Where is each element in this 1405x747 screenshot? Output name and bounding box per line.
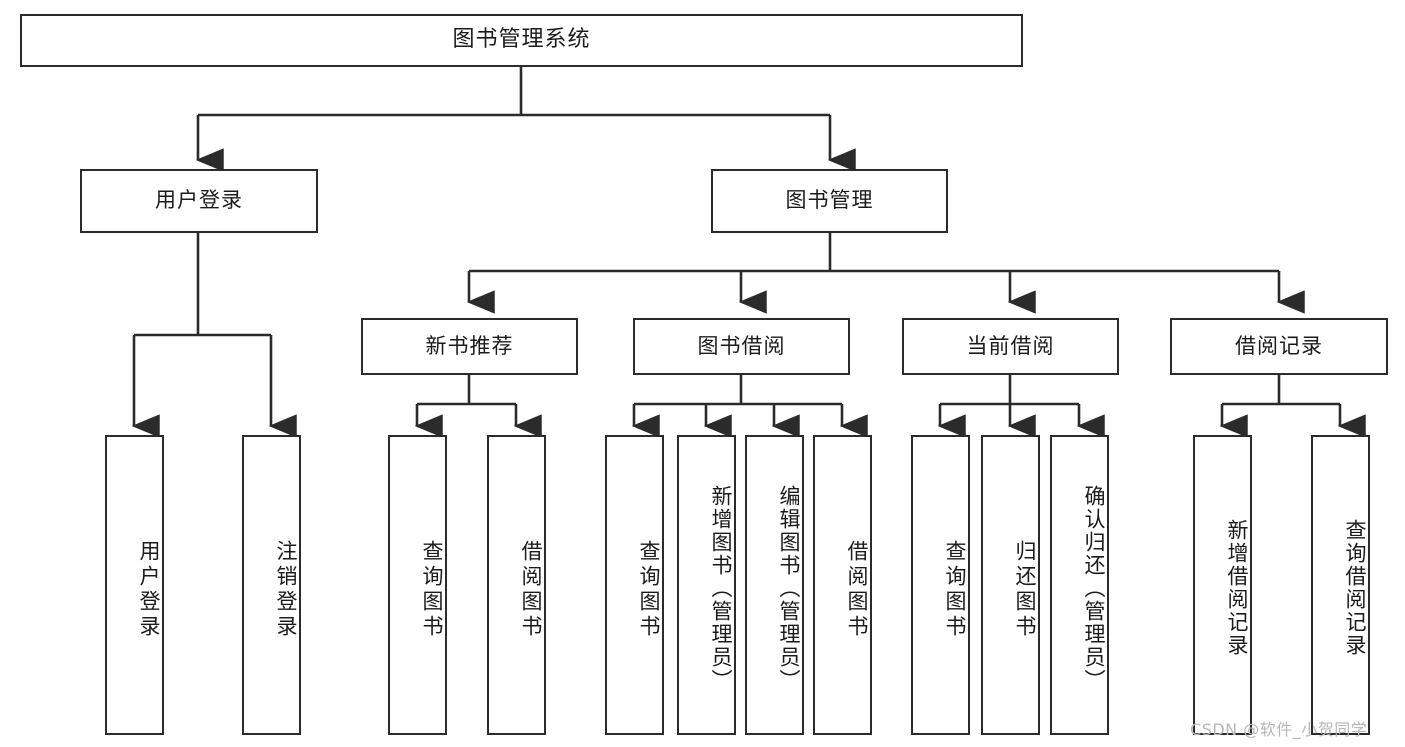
leaf-query-book-recommend[interactable]: 查询图书 (388, 435, 447, 735)
leaf-add-borrow-record[interactable]: 新增借阅记录 (1193, 435, 1252, 735)
leaf-confirm-return-admin[interactable]: 确认归还（管理员） (1050, 435, 1109, 735)
leaf-borrow-book[interactable]: 借阅图书 (813, 435, 872, 735)
node-book-borrow[interactable]: 图书借阅 (633, 318, 850, 375)
leaf-add-book-admin[interactable]: 新增图书（管理员） (677, 435, 736, 735)
leaf-edit-book-admin[interactable]: 编辑图书（管理员） (745, 435, 804, 735)
node-book-manage[interactable]: 图书管理 (711, 169, 948, 233)
node-current-borrow[interactable]: 当前借阅 (902, 318, 1119, 375)
node-user-login[interactable]: 用户登录 (80, 169, 318, 233)
node-borrow-record[interactable]: 借阅记录 (1170, 318, 1388, 375)
leaf-borrow-book-recommend[interactable]: 借阅图书 (487, 435, 546, 735)
leaf-query-book-borrow[interactable]: 查询图书 (605, 435, 664, 735)
node-new-book-recommend[interactable]: 新书推荐 (361, 318, 578, 375)
watermark-text: CSDN @软件_小贺同学 (1190, 720, 1368, 739)
leaf-query-book-current[interactable]: 查询图书 (911, 435, 970, 735)
leaf-user-login[interactable]: 用户登录 (105, 435, 164, 735)
leaf-return-book[interactable]: 归还图书 (981, 435, 1040, 735)
leaf-logout-login[interactable]: 注销登录 (242, 435, 301, 735)
node-root[interactable]: 图书管理系统 (20, 14, 1023, 67)
leaf-query-borrow-record[interactable]: 查询借阅记录 (1311, 435, 1370, 735)
